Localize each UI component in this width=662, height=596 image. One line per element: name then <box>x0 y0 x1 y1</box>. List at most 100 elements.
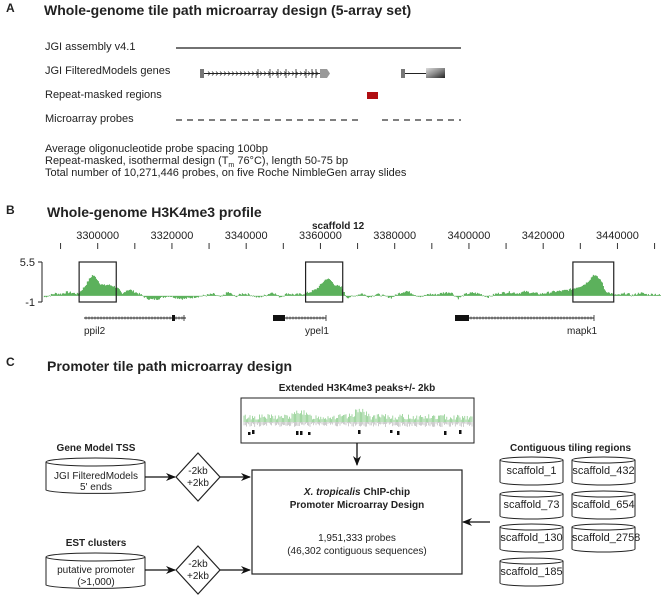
signal-bar <box>350 295 352 297</box>
signal-bar <box>606 292 608 296</box>
signal-bar <box>635 294 637 296</box>
signal-bar <box>617 294 619 296</box>
signal-bar <box>378 293 380 296</box>
signal-bar <box>51 294 53 296</box>
signal-bar <box>72 292 74 296</box>
est-line1: putative promoter <box>57 565 135 576</box>
signal-bar <box>130 289 132 296</box>
design-title: X. tropicalis ChIP-chip <box>252 487 462 498</box>
signal-bar <box>189 295 191 299</box>
signal-bar <box>401 293 403 296</box>
signal-bar <box>511 293 513 296</box>
signal-bar <box>361 293 363 296</box>
signal-bar <box>74 293 76 296</box>
signal-bar <box>529 293 531 296</box>
signal-bar <box>640 292 642 296</box>
signal-bar <box>387 295 389 298</box>
signal-bar <box>59 293 61 296</box>
signal-bar <box>422 295 424 297</box>
signal-bar <box>629 295 631 296</box>
signal-bar <box>521 291 523 296</box>
signal-bar <box>627 293 629 296</box>
signal-bar <box>436 294 438 296</box>
signal-bar <box>648 295 650 296</box>
signal-bar <box>81 290 83 296</box>
signal-bar <box>131 291 133 296</box>
signal-bar <box>281 295 283 297</box>
scaffold-cylinder <box>571 490 636 520</box>
est-db <box>45 552 146 589</box>
signal-bar <box>509 293 511 296</box>
signal-bar <box>323 280 325 296</box>
signal-bar <box>463 293 465 296</box>
signal-bar <box>262 295 264 297</box>
signal-bar <box>472 292 474 296</box>
signal-bar <box>384 295 386 297</box>
signal-bar <box>599 279 601 296</box>
signal-bar <box>493 295 495 296</box>
signal-bar <box>369 295 371 297</box>
signal-bar <box>257 295 259 298</box>
signal-bar <box>151 295 153 300</box>
signal-bar <box>330 281 332 296</box>
signal-bar <box>535 292 537 296</box>
signal-bar <box>264 295 266 296</box>
signal-bar <box>209 293 211 296</box>
signal-bar <box>452 294 454 296</box>
signal-bar <box>437 294 439 296</box>
signal-bar <box>167 295 169 297</box>
signal-bar <box>646 295 648 297</box>
signal-bar <box>520 292 522 296</box>
signal-bar <box>150 295 152 299</box>
scaffold-label: scaffold_130 <box>500 532 563 544</box>
signal-bar <box>121 294 123 296</box>
signal-bar <box>392 295 394 297</box>
signal-bar <box>185 295 187 299</box>
signal-bar <box>114 287 116 296</box>
signal-bar <box>603 289 605 296</box>
signal-bar <box>191 295 193 299</box>
signal-bar <box>533 292 535 296</box>
signal-bar <box>497 292 499 296</box>
y-axis: 5.5 -1 <box>20 257 43 309</box>
signal-bar <box>289 294 291 296</box>
signal-bar <box>602 286 604 296</box>
signal-bar <box>325 279 327 296</box>
signal-bar <box>540 294 542 296</box>
signal-bar <box>149 295 151 299</box>
signal-bar <box>214 295 216 296</box>
signal-bar <box>146 295 148 300</box>
signal-bar <box>605 292 607 296</box>
signal-bar <box>651 293 653 296</box>
signal-bar <box>477 293 479 296</box>
signal-bar <box>57 293 59 296</box>
signal-bar <box>577 287 579 296</box>
signal-bar <box>482 295 484 296</box>
signal-bar <box>537 294 539 296</box>
gene-mapk1 <box>455 315 595 321</box>
signal-bar <box>411 294 413 296</box>
signal-bar <box>162 295 164 298</box>
signal-bar <box>48 295 50 297</box>
signal-bar <box>164 295 166 298</box>
signal-bar <box>208 294 210 296</box>
signal-bar <box>201 295 203 297</box>
signal-bar <box>344 295 346 296</box>
signal-bar <box>328 279 330 296</box>
signal-bar <box>469 292 471 296</box>
signal-bar <box>245 294 247 296</box>
signal-bar <box>426 294 428 296</box>
signal-bar <box>315 289 317 296</box>
signal-bar <box>277 295 279 296</box>
signal-bar <box>249 295 251 297</box>
signal-bar <box>291 293 293 296</box>
signal-bar <box>327 278 329 296</box>
signal-bar <box>303 294 305 296</box>
gene-model-line1: JGI FilteredModels <box>54 471 138 482</box>
signal-bar <box>453 295 455 297</box>
signal-bar <box>579 286 581 296</box>
x-tick-label: 3440000 <box>596 230 639 242</box>
signal-bar <box>368 295 370 298</box>
